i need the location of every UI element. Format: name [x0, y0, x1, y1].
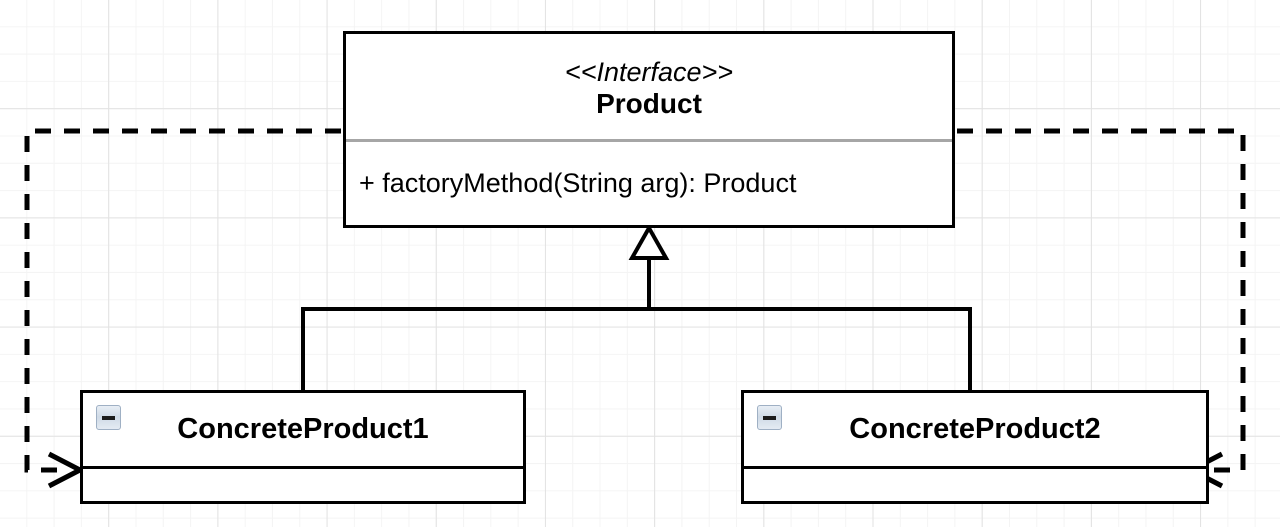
concreteproduct2-compartment-separator [744, 466, 1206, 469]
product-compartment-separator [346, 139, 952, 142]
class-box-concreteproduct1[interactable]: ConcreteProduct1 [80, 390, 526, 504]
product-operation-0[interactable]: + factoryMethod(String arg): Product [359, 168, 797, 198]
product-stereotype: <<Interface>> [564, 56, 734, 87]
concreteproduct2-class-name: ConcreteProduct2 [849, 413, 1101, 445]
minus-icon[interactable] [96, 405, 121, 430]
concreteproduct1-members-compartment [83, 469, 523, 501]
class-box-product[interactable]: <<Interface>> Product + factoryMethod(St… [343, 31, 955, 228]
class-box-concreteproduct2[interactable]: ConcreteProduct2 [741, 390, 1209, 504]
concreteproduct1-compartment-separator [83, 466, 523, 469]
generalization-connector[interactable] [301, 223, 972, 391]
minus-icon[interactable] [757, 405, 782, 430]
minus-icon-bar [763, 415, 776, 420]
minus-icon-bar [102, 415, 115, 420]
product-class-name: Product [596, 88, 702, 120]
product-operations-compartment: + factoryMethod(String arg): Product [346, 142, 952, 225]
concreteproduct1-header: ConcreteProduct1 [83, 393, 523, 466]
dependency-path-right [957, 128, 1246, 473]
concreteproduct2-members-compartment [744, 469, 1206, 501]
dependency-path-left [24, 128, 341, 473]
concreteproduct2-header: ConcreteProduct2 [744, 393, 1206, 466]
concreteproduct1-class-name: ConcreteProduct1 [177, 413, 429, 445]
product-header: <<Interface>> Product [346, 34, 952, 139]
hollow-triangle-arrowhead-icon [628, 223, 670, 260]
